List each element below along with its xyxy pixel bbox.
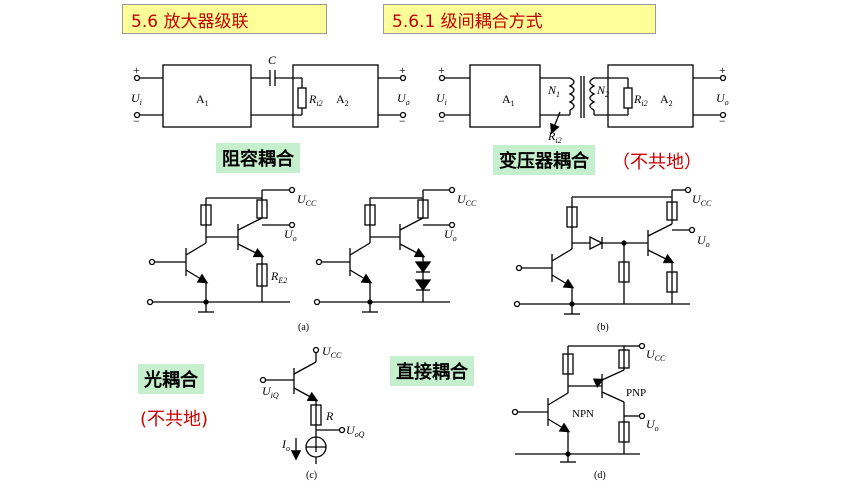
transformer-note: （不共地） <box>612 152 702 173</box>
rc-coupling-label: 阻容耦合 <box>216 143 300 173</box>
secondary-coil <box>589 77 596 111</box>
amp-block-a1-t <box>469 64 541 128</box>
label-a1: A1 <box>196 92 209 108</box>
primary-coil <box>568 77 575 111</box>
circuit-a-left <box>146 186 296 313</box>
svg-text:−: − <box>133 114 140 128</box>
optical-coupling-label: 光耦合 <box>138 364 204 394</box>
amp-block-a2-t <box>607 64 694 128</box>
svg-text:Uo: Uo <box>444 227 457 243</box>
caption-a: (a) <box>298 322 309 333</box>
direct-coupling-label: 直接耦合 <box>390 356 474 386</box>
label-n1: N1 <box>547 83 560 99</box>
caption-d: (d) <box>594 470 606 481</box>
svg-text:UCC: UCC <box>322 344 342 360</box>
label-a1-t: A1 <box>502 92 515 108</box>
svg-text:UCC: UCC <box>297 192 317 208</box>
svg-text:Ri2: Ri2 <box>633 92 648 108</box>
subsection-title: 5.6.1 级间耦合方式 <box>383 4 656 34</box>
label-a2-t: A2 <box>660 92 673 108</box>
transformer-coupling-label: 变压器耦合 <box>493 145 595 175</box>
svg-text:UCC: UCC <box>457 192 477 208</box>
rc-block-diagram <box>133 64 407 128</box>
section-title: 5.6 放大器级联 <box>122 4 327 34</box>
svg-text:Uo: Uo <box>697 233 710 249</box>
svg-text:Uo: Uo <box>646 417 659 433</box>
label-npn: NPN <box>572 408 594 420</box>
svg-text:−: − <box>399 114 406 128</box>
svg-text:UCC: UCC <box>692 192 712 208</box>
svg-text:Uo: Uo <box>284 227 297 243</box>
label-uo: Uo <box>397 91 410 107</box>
label-a2: A2 <box>336 92 349 108</box>
svg-text:+: + <box>719 63 726 77</box>
label-uiq: UiQ <box>262 384 279 400</box>
circuit-a-right <box>313 186 456 313</box>
circuit-d <box>511 342 646 463</box>
svg-text:−: − <box>438 114 445 128</box>
circuit-c <box>259 346 346 464</box>
svg-text:+: + <box>133 63 140 77</box>
svg-text:Ui: Ui <box>436 91 447 107</box>
label-ri2: Ri2 <box>308 92 323 108</box>
label-ui: Ui <box>131 91 142 107</box>
caption-c: (c) <box>306 470 317 481</box>
svg-text:UCC: UCC <box>646 347 666 363</box>
optical-note: (不共地) <box>140 409 209 430</box>
label-rl-prime: Ri2 <box>547 129 562 145</box>
label-re2: RE2 <box>270 269 287 285</box>
label-io: Io <box>281 437 290 453</box>
amp-block-a2 <box>292 64 379 128</box>
ri2-resistor <box>297 87 307 109</box>
label-uoq: UoQ <box>346 423 365 439</box>
label-c: C <box>268 53 277 67</box>
transformer-block-diagram <box>438 64 727 135</box>
svg-text:+: + <box>399 63 406 77</box>
svg-text:Uo: Uo <box>716 91 729 107</box>
label-n2: N2 <box>596 83 609 99</box>
label-r: R <box>325 409 334 423</box>
svg-text:+: + <box>438 63 445 77</box>
circuit-b <box>513 186 696 315</box>
svg-text:−: − <box>719 114 726 128</box>
amp-block-a1 <box>162 64 252 128</box>
caption-b: (b) <box>597 322 609 333</box>
label-pnp: PNP <box>626 387 646 399</box>
